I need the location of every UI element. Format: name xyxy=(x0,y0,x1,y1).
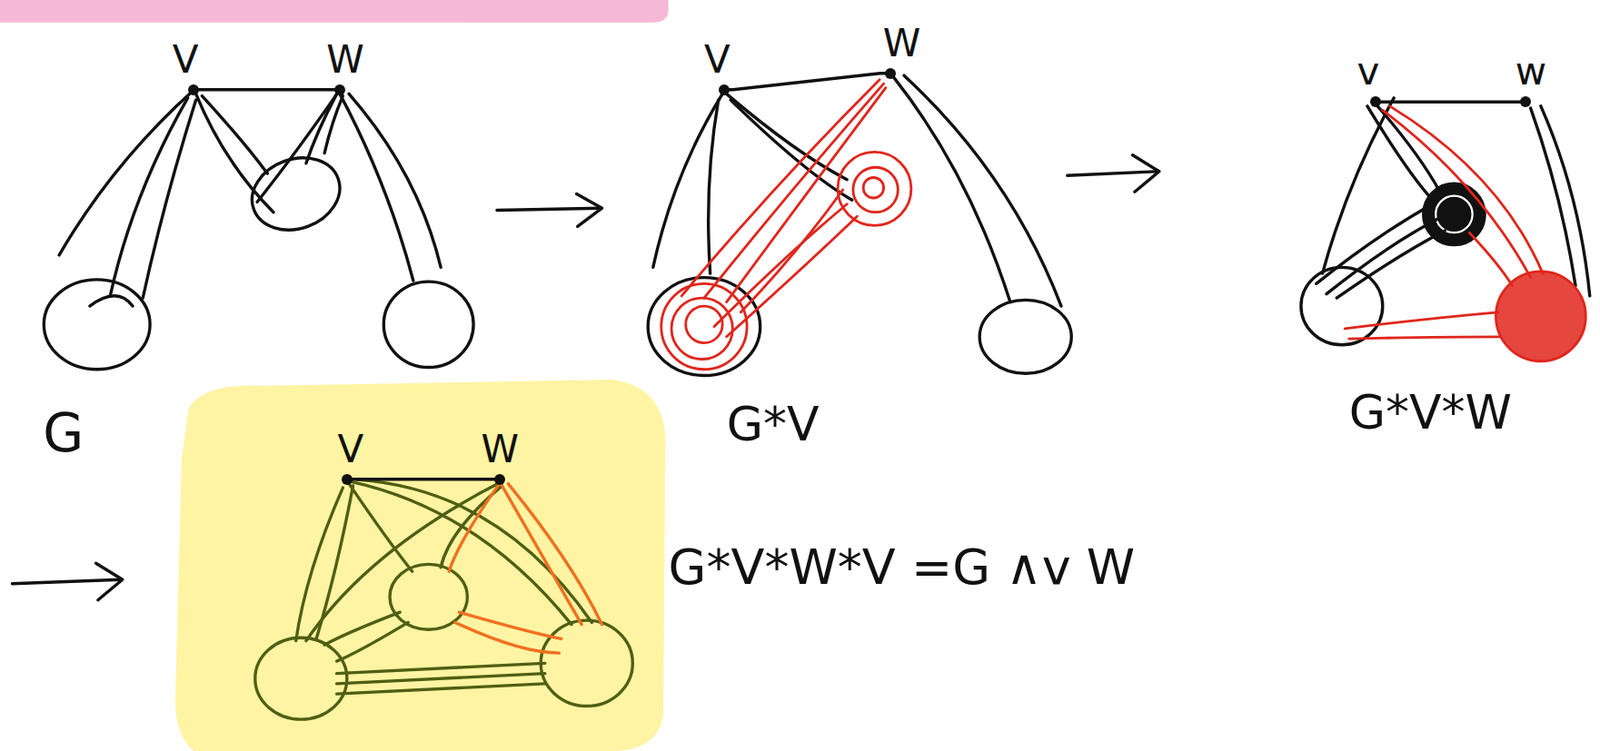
vertex-label: V xyxy=(169,40,202,80)
graph-edge xyxy=(347,477,500,482)
vertex-label: W xyxy=(323,40,368,80)
graph-edge xyxy=(1375,100,1526,105)
vertex-label: V xyxy=(701,40,734,80)
vertex-node: W xyxy=(323,40,368,98)
vertex-node: V xyxy=(334,430,367,487)
vertex-dot xyxy=(188,84,199,96)
vertex-dot xyxy=(718,84,730,96)
vertex-label: V xyxy=(334,430,367,469)
vertex-dot xyxy=(341,474,353,486)
graph-edge xyxy=(724,73,891,90)
vertex-label: w xyxy=(1512,52,1550,91)
vertex-node: v xyxy=(1353,52,1383,110)
vertex-label: W xyxy=(880,24,925,63)
vertex-dot xyxy=(334,84,346,96)
vertex-node: W xyxy=(478,430,523,487)
vertex-node: w xyxy=(1512,52,1550,110)
vertex-dot xyxy=(1520,96,1531,108)
graph-name: G*V*W xyxy=(1349,387,1512,438)
graph-edge xyxy=(193,88,340,92)
vertex-dot xyxy=(494,474,506,486)
graph-name: G*V*W*V =G ∧v W xyxy=(668,542,1136,595)
vertex-node: W xyxy=(880,24,925,81)
graph-name: G xyxy=(42,406,84,462)
vertex-node: V xyxy=(169,40,202,98)
graph-name: G*V xyxy=(726,399,820,450)
vertex-label: W xyxy=(478,430,523,469)
vertex-label: v xyxy=(1353,52,1383,91)
vertex-dot xyxy=(884,68,896,80)
vertex-node: V xyxy=(701,40,734,98)
vertex-dot xyxy=(1370,96,1382,108)
